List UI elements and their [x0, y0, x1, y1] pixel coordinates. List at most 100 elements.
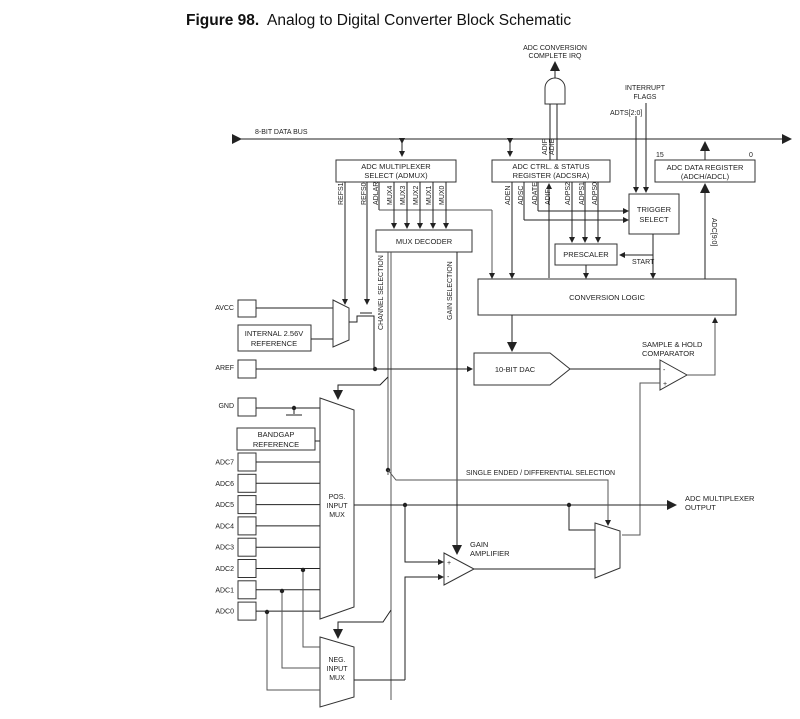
channel-selection-label: CHANNEL SELECTION: [378, 255, 385, 330]
pin-adc6: [237, 473, 257, 493]
irq-label-2: COMPLETE IRQ: [529, 53, 582, 60]
pin-adc3: [237, 537, 257, 557]
neg-mux-label-1: NEG.: [328, 657, 345, 664]
pin-gnd: [237, 397, 257, 417]
adcsra-label-2: REGISTER (ADCSRA): [513, 171, 590, 180]
pin-avcc: [237, 299, 257, 318]
pin-adc0-label: ADC0: [215, 609, 234, 616]
bit-adps1: ADPS1: [579, 182, 586, 205]
gain-amp-plus: +: [447, 560, 451, 567]
comparator-minus: -: [663, 367, 666, 374]
data-reg-lsb: 0: [749, 152, 753, 159]
bit-adate: ADATE: [532, 182, 539, 205]
pin-adc5: [237, 495, 257, 515]
bit-refs1: REFS1: [338, 182, 345, 205]
reference-mux: [332, 299, 350, 348]
gain-amp-minus: -: [447, 574, 450, 581]
dac-label: 10-BIT DAC: [495, 365, 536, 374]
pin-adc5-label: ADC5: [215, 502, 234, 509]
prescaler-label: PRESCALER: [563, 250, 609, 259]
pin-adc4: [237, 516, 257, 536]
pin-avcc-label: AVCC: [215, 305, 234, 312]
bit-adps2: ADPS2: [565, 182, 572, 205]
figure-number: Figure 98.: [186, 12, 260, 29]
interrupt-flags-label-2: FLAGS: [634, 94, 657, 101]
conversion-logic: [477, 278, 737, 316]
irq-and-gate: [544, 61, 566, 160]
comparator-label-1: SAMPLE & HOLD: [642, 340, 703, 349]
figure-caption: Analog to Digital Converter Block Schema…: [266, 12, 572, 29]
gain-amp-label-1: GAIN: [470, 540, 488, 549]
figure-title: Figure 98. Analog to Digital Converter B…: [186, 12, 571, 30]
pin-adc6-label: ADC6: [215, 481, 234, 488]
output-mux: [594, 522, 621, 579]
pin-adc3-label: ADC3: [215, 545, 234, 552]
mux-decoder-label: MUX DECODER: [396, 237, 453, 246]
bit-mux0: MUX0: [439, 185, 446, 205]
trigger-select: [628, 193, 680, 235]
irq-label-1: ADC CONVERSION: [523, 45, 587, 52]
pin-adc1: [237, 580, 257, 600]
pin-adc0: [237, 601, 257, 621]
start-label: START: [632, 259, 655, 266]
bit-refs0: REFS0: [361, 182, 368, 205]
neg-mux-label-3: MUX: [329, 675, 345, 682]
admux-label-2: SELECT (ADMUX): [364, 171, 428, 180]
data-reg-label-1: ADC DATA REGISTER: [667, 163, 744, 172]
pos-mux-label-3: MUX: [329, 512, 345, 519]
adc-bits-label: ADC[9:0]: [710, 218, 717, 246]
bandgap-label-2: REFERENCE: [253, 440, 299, 449]
bit-aden: ADEN: [505, 186, 512, 205]
adcsra-register: [491, 159, 611, 183]
bandgap-reference: [236, 427, 316, 451]
pin-aref: [237, 359, 257, 379]
bit-mux1: MUX1: [426, 185, 433, 205]
irq-bit-adif: ADIF: [542, 139, 549, 155]
mux-output-label-1: ADC MULTIPLEXER: [685, 494, 755, 503]
positive-input-mux: [319, 397, 355, 620]
internal-reference: [237, 324, 312, 352]
data-reg-label-2: (ADCH/ADCL): [681, 172, 730, 181]
mux-decoder: [375, 229, 473, 253]
bit-mux4: MUX4: [387, 185, 394, 205]
bit-adlar: ADLAR: [373, 182, 380, 205]
single-diff-label: SINGLE ENDED / DIFFERENTIAL SELECTION: [466, 470, 615, 477]
pin-adc2-label: ADC2: [215, 566, 234, 573]
bit-adps0: ADPS0: [592, 182, 599, 205]
bit-mux3: MUX3: [400, 185, 407, 205]
trigger-label-2: SELECT: [639, 215, 669, 224]
pin-gnd-label: GND: [218, 403, 234, 410]
dac: [473, 352, 571, 386]
irq-bit-adie: ADIE: [549, 138, 556, 155]
pin-adc2: [237, 559, 257, 578]
adts-label: ADTS[2:0]: [610, 110, 642, 117]
trigger-label-1: TRIGGER: [637, 205, 672, 214]
bandgap-label-1: BANDGAP: [258, 430, 295, 439]
data-reg-msb: 15: [656, 152, 664, 159]
admux-register: [335, 159, 457, 183]
pin-adc7: [237, 452, 257, 472]
pin-adc7-label: ADC7: [215, 460, 234, 467]
conversion-logic-label: CONVERSION LOGIC: [569, 293, 645, 302]
interrupt-flags-label-1: INTERRUPT: [625, 85, 666, 92]
admux-label-1: ADC MULTIPLEXER: [361, 162, 431, 171]
adc-data-register: [654, 159, 756, 183]
bit-mux2: MUX2: [413, 185, 420, 205]
gain-selection-label: GAIN SELECTION: [447, 261, 454, 320]
comparator-label-2: COMPARATOR: [642, 349, 695, 358]
gain-amplifier: [443, 552, 476, 586]
int-ref-label-1: INTERNAL 2.56V: [245, 329, 304, 338]
comparator-plus: +: [663, 381, 667, 388]
negative-input-mux: [319, 636, 355, 708]
pin-adc4-label: ADC4: [215, 523, 234, 530]
mux-output-label-2: OUTPUT: [685, 503, 716, 512]
neg-mux-label-2: INPUT: [327, 666, 349, 673]
adcsra-label-1: ADC CTRL. & STATUS: [512, 162, 589, 171]
pin-aref-label: AREF: [215, 365, 234, 372]
sample-hold-comparator: [659, 359, 689, 391]
gain-amp-label-2: AMPLIFIER: [470, 549, 510, 558]
pos-mux-label-2: INPUT: [327, 503, 349, 510]
bit-adsc: ADSC: [518, 186, 525, 205]
pos-mux-label-1: POS.: [329, 494, 346, 501]
